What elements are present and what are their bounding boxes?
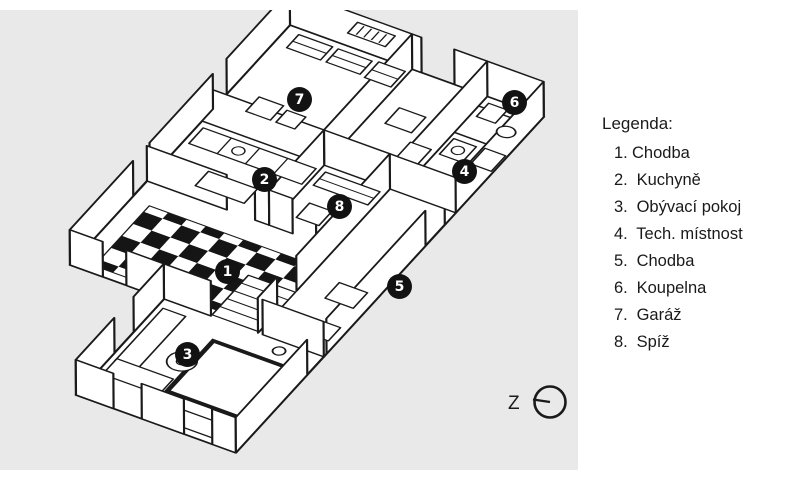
legend-item-number: 2. [614,171,628,189]
room-marker-8: 8 [327,194,352,219]
legend-item-label: Chodba [636,252,695,270]
legend-item-3: 3. Obývací pokoj [614,194,794,221]
west-compass-icon: Z [498,378,578,426]
legend-item-number: 1. [614,144,628,162]
legend-item-8: 8. Spíž [614,329,794,356]
legend-item-label: Chodba [632,144,690,162]
room-marker-1: 1 [215,259,240,284]
legend-item-7: 7. Garáž [614,302,794,329]
legend-item-label: Obývací pokoj [636,198,742,216]
floorplan-canvas: 1 2 3 4 5 6 7 8 Z [0,10,578,470]
legend-item-number: 6. [614,279,628,297]
legend-item-4: 4. Tech. místnost [614,221,794,248]
room-marker-7: 7 [287,87,312,112]
garage-shelves [285,33,407,88]
legend-item-number: 4. [614,225,628,243]
legend-title: Legenda: [602,114,673,133]
legend-item-number: 5. [614,252,628,270]
garage-crates [244,96,307,130]
legend-item-label: Koupelna [636,279,707,297]
room-marker-3: 3 [175,342,200,367]
garage-tool-board [346,21,397,48]
tech-room-appliances [438,137,507,172]
compass-label: Z [508,393,520,414]
floorplan-illustration [68,10,546,454]
walls-mid [132,263,325,358]
legend-list: 1.Chodba 2. Kuchyně 3. Obývací pokoj 4. … [602,140,794,356]
legend-item-6: 6. Koupelna [614,275,794,302]
bathroom-fixtures [475,102,517,139]
room-marker-6: 6 [502,90,527,115]
legend-item-label: Tech. místnost [636,225,743,243]
legend-item-number: 3. [614,198,628,216]
legend-item-2: 2. Kuchyně [614,167,794,194]
walls-front [74,317,309,454]
legend-item-label: Garáž [636,306,682,324]
legend-panel: Legenda: 1.Chodba 2. Kuchyně 3. Obývací … [602,114,794,356]
legend-item-number: 7. [614,306,628,324]
room-marker-4: 4 [452,159,477,184]
kitchen-counter [188,127,317,204]
legend-item-1: 1.Chodba [614,140,794,167]
legend-item-number: 8. [614,333,628,351]
legend-item-label: Kuchyně [636,171,701,189]
legend-item-5: 5. Chodba [614,248,794,275]
room-marker-2: 2 [252,167,277,192]
pantry-shelves [295,171,381,227]
room-marker-5: 5 [387,274,412,299]
legend-item-label: Spíž [636,333,670,351]
entry-boxes [384,107,433,165]
